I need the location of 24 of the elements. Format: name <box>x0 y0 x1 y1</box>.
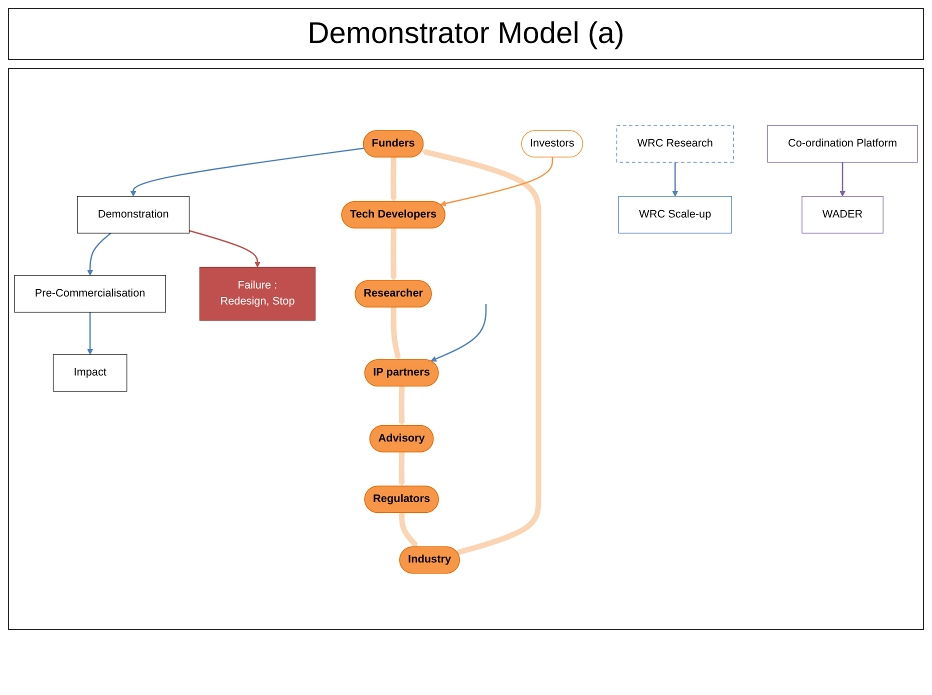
arrow <box>399 512 418 547</box>
arrow <box>390 228 397 281</box>
node-box: Demonstration <box>77 196 190 234</box>
arrow <box>87 232 112 276</box>
title: Demonstrator Model (a) <box>8 8 924 60</box>
node-box: Impact <box>52 354 128 392</box>
arrow <box>398 386 405 426</box>
arrow <box>672 162 678 196</box>
arrow <box>440 157 554 206</box>
arrow <box>430 304 487 362</box>
arrow <box>421 148 542 555</box>
arrow <box>130 147 364 196</box>
arrow <box>840 162 846 196</box>
node-box: WADER <box>802 196 884 234</box>
arrow <box>87 312 94 354</box>
arrow <box>189 230 260 268</box>
node-box: Co-ordination Platform <box>767 124 918 162</box>
node-box: Failure : Redesign, Stop <box>199 266 316 320</box>
arrow <box>398 452 405 486</box>
arrow <box>390 157 397 202</box>
node-box: WRC Research <box>616 124 734 162</box>
node-box: WRC Scale-up <box>618 196 732 234</box>
arrow <box>390 307 401 360</box>
node-box: Pre-Commercialisation <box>14 274 166 312</box>
